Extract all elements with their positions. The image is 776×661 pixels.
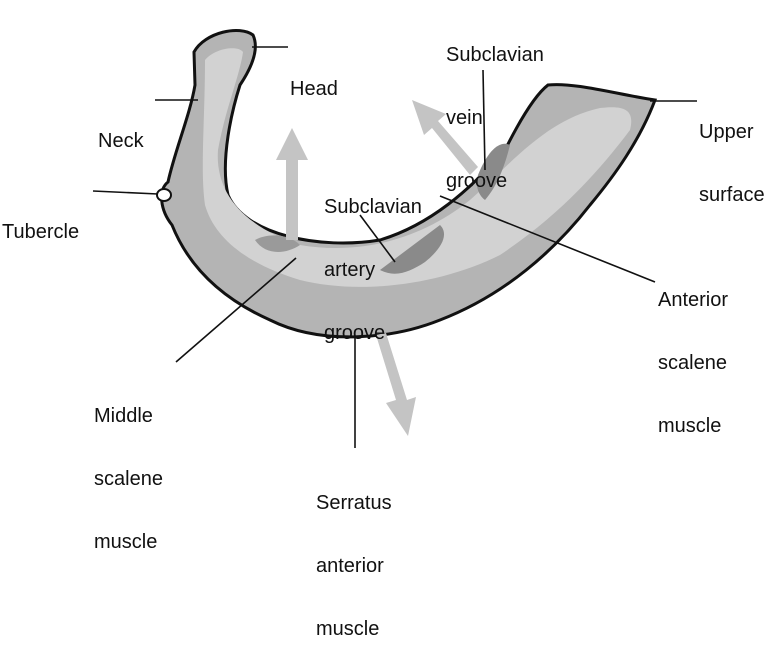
label-head: Head [290,78,338,100]
label-subclavian-vein-groove: Subclavian vein groove [446,44,544,192]
tubercle-leader [92,190,159,195]
anterior-scalene-arrow [412,100,478,175]
label-neck: Neck [98,130,144,152]
serratus-anterior-arrow [376,333,416,436]
muscle-pull-arrows [276,100,478,436]
label-anterior-scalene-muscle: Anterior scalene muscle [658,289,729,437]
rib-upper-surface-shading [202,48,632,287]
label-upper-surface: Upper surface [699,121,765,206]
label-tubercle: Tubercle [2,221,80,243]
label-serratus-anterior-muscle: Serratus anterior muscle [316,492,392,640]
vein-groove-shading [476,143,510,200]
label-middle-scalene-muscle: Middle scalene muscle [94,405,163,553]
vein-groove-leader [482,69,486,171]
middle-scalene-arrow [276,128,308,240]
tubercle-knob [156,188,172,202]
anterior-scalene-leader [439,195,656,283]
artery-groove-shading [380,225,445,274]
leader-lines [92,46,697,448]
first-rib-diagram [92,29,697,448]
artery-groove-leader [359,214,396,263]
middle-scalene-leader [175,257,297,363]
label-subclavian-artery-groove: Subclavian artery groove [324,196,422,344]
